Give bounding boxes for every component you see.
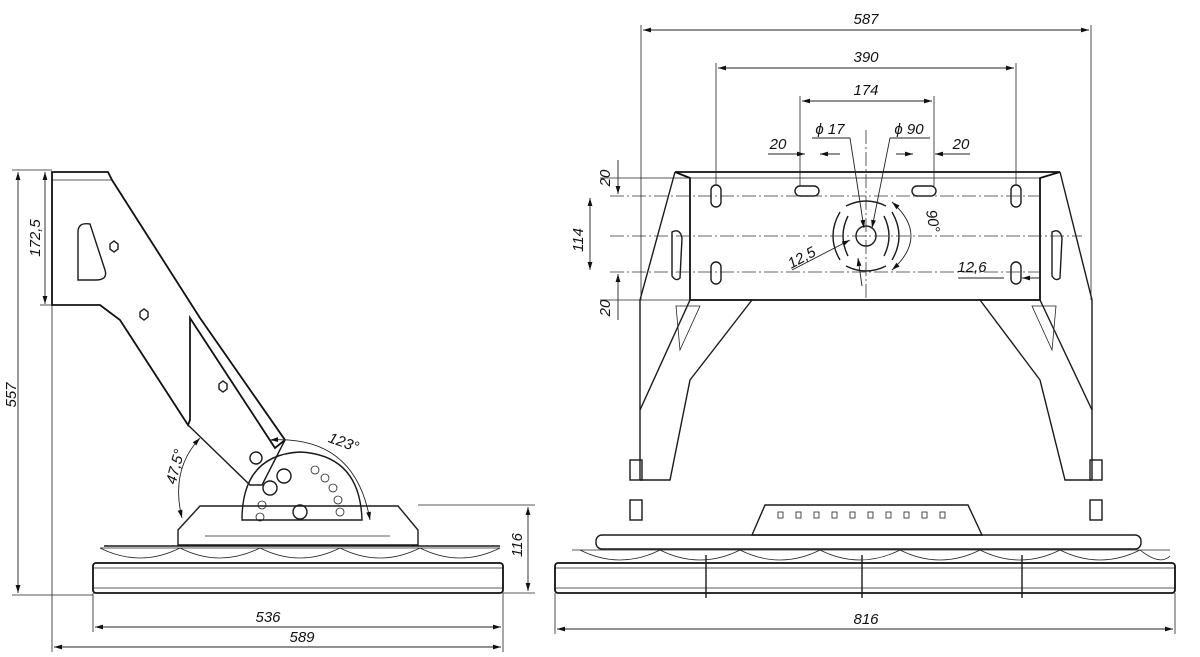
bolt-head	[139, 308, 149, 321]
dim-phi-90: ϕ 90	[894, 121, 924, 138]
dim-390: 390	[853, 49, 879, 66]
front-lamp-housing	[595, 534, 1142, 550]
dim-20-right: 20	[952, 136, 970, 153]
side-slot-left	[671, 230, 683, 281]
dim-phi-17: ϕ 17	[815, 121, 845, 138]
dim-12-6: 12,6	[957, 259, 987, 276]
dim-174: 174	[853, 82, 878, 99]
heatsink-fins	[99, 547, 501, 559]
side-bracket-slot	[77, 222, 107, 281]
front-view: 587 390 174 20 20 ϕ 17 ϕ 90 90° 12,5 12,…	[554, 11, 1176, 634]
bolt-head	[109, 240, 119, 253]
pivot-arm	[187, 424, 286, 486]
dim-114: 114	[570, 228, 587, 252]
angle-arc-47	[177, 437, 201, 519]
side-bolts	[629, 459, 1103, 521]
dim-589: 589	[289, 629, 315, 646]
dim-587: 587	[853, 11, 879, 28]
dim-90-deg: 90°	[922, 209, 943, 234]
front-heatsink-fins	[572, 549, 1171, 561]
adjustment-holes	[249, 451, 345, 522]
angle-123: 123°	[326, 429, 361, 456]
dim-20-left: 20	[769, 136, 787, 153]
side-slot-right	[1051, 230, 1063, 281]
dim-816: 816	[853, 611, 879, 628]
dim-12-5: 12,5	[785, 243, 819, 272]
front-lamp-base	[554, 562, 1176, 594]
dim-536: 536	[255, 609, 281, 626]
lamp-base	[92, 562, 504, 594]
front-right-leg	[978, 299, 1092, 481]
dim-20-bottom: 20	[597, 299, 614, 317]
dim-172-5: 172,5	[27, 219, 44, 257]
side-bracket-plate	[51, 171, 287, 450]
front-left-leg	[640, 299, 754, 481]
arc-90-dim	[891, 201, 912, 271]
angle-47-5: 47,5°	[163, 448, 189, 486]
front-lamp-top	[750, 504, 984, 536]
lamp-housing-top	[177, 505, 419, 546]
bolt-head	[218, 380, 228, 393]
dim-20-top: 20	[597, 169, 614, 187]
dim-116: 116	[509, 532, 526, 557]
angle-arc-123	[269, 437, 371, 521]
side-view: 557 172,5 116 536 589 47,5° 123°	[3, 169, 535, 652]
front-lamp-holes	[777, 511, 946, 519]
dim-557: 557	[3, 382, 20, 408]
